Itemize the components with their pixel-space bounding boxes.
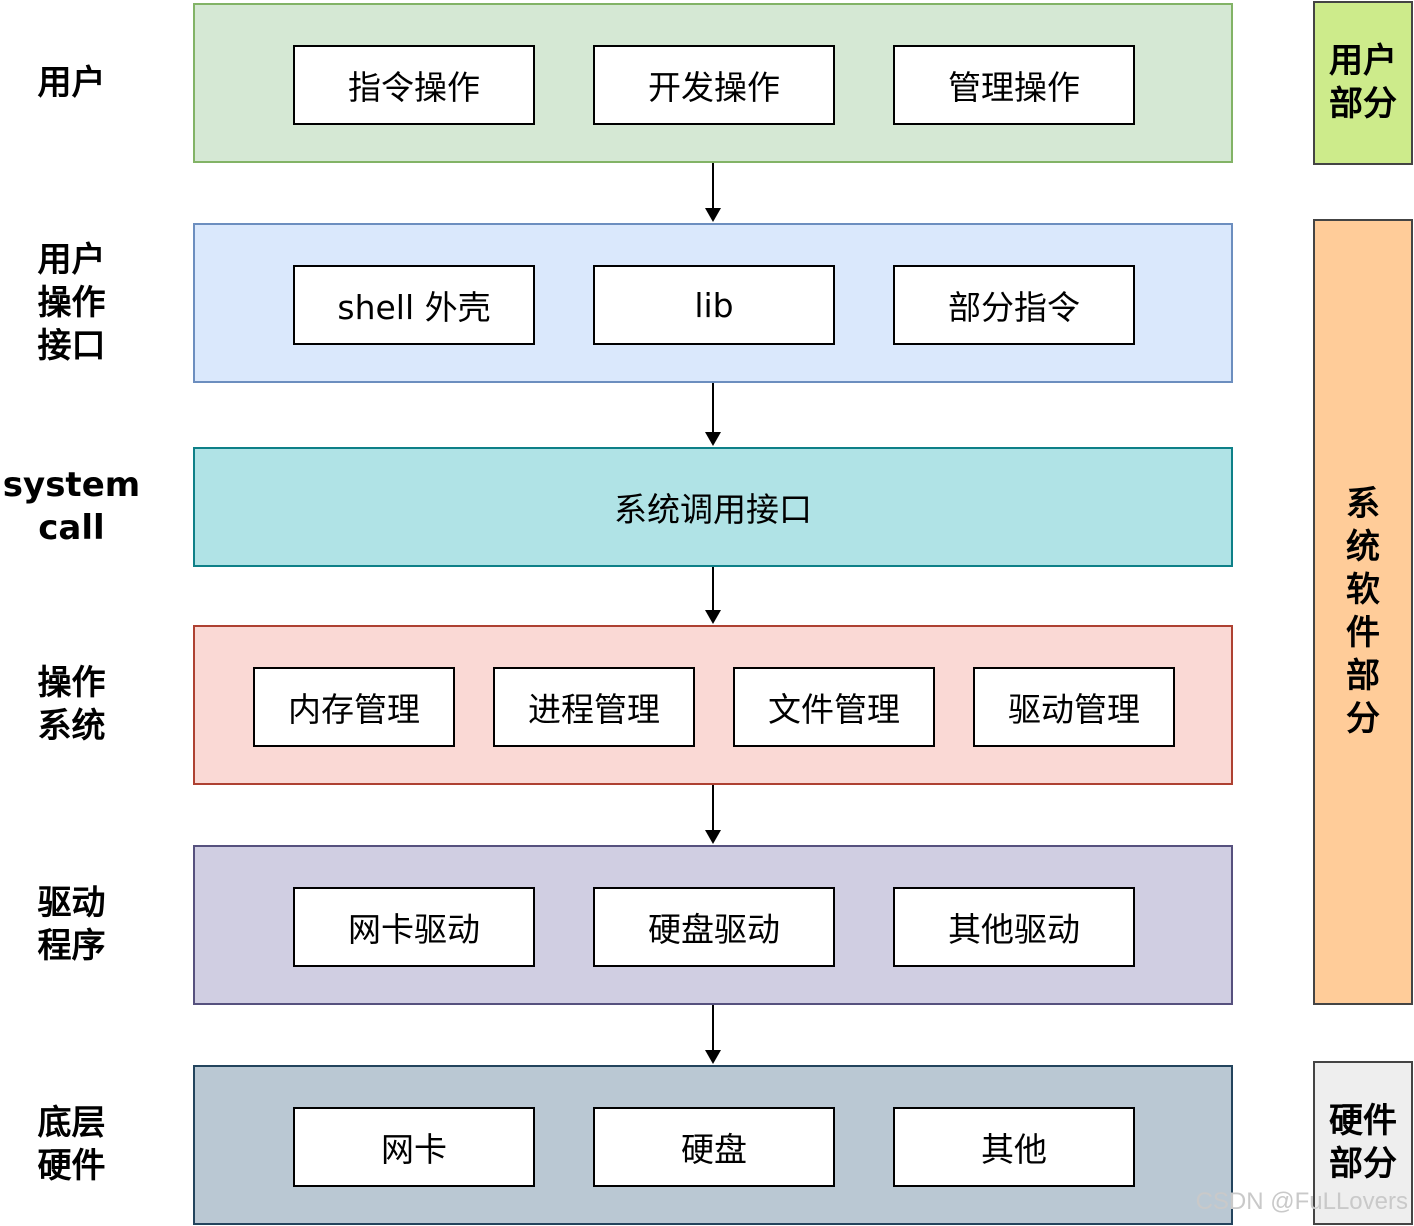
box-disk-driver: 硬盘驱动 — [593, 887, 835, 967]
layer-drivers: 网卡驱动 硬盘驱动 其他驱动 — [193, 845, 1233, 1005]
box-file-mgmt: 文件管理 — [733, 667, 935, 747]
box-process-mgmt: 进程管理 — [493, 667, 695, 747]
layer-operating-system: 内存管理 进程管理 文件管理 驱动管理 — [193, 625, 1233, 785]
label-operating-system: 操作 系统 — [37, 663, 106, 746]
label-system-call: system call — [2, 465, 141, 548]
box-driver-mgmt: 驱动管理 — [973, 667, 1175, 747]
layer-hardware: 网卡 硬盘 其他 — [193, 1065, 1233, 1225]
layer-system-call: 系统调用接口 — [193, 447, 1233, 567]
label-user-interface: 用户 操作 接口 — [37, 239, 106, 366]
arrow-os-to-drivers — [705, 785, 721, 844]
bracket-user-part: 用户 部分 — [1313, 1, 1413, 165]
box-shell: shell 外壳 — [293, 265, 535, 345]
box-command-ops: 指令操作 — [293, 45, 535, 125]
bracket-hardware-part: 硬件 部分 — [1313, 1061, 1413, 1225]
system-call-interface-text: 系统调用接口 — [614, 490, 812, 529]
box-other-driver: 其他驱动 — [893, 887, 1135, 967]
arrow-user-to-interface — [705, 163, 721, 222]
box-admin-ops: 管理操作 — [893, 45, 1135, 125]
arrow-interface-to-syscall — [705, 383, 721, 446]
box-disk: 硬盘 — [593, 1107, 835, 1187]
box-nic: 网卡 — [293, 1107, 535, 1187]
box-other: 其他 — [893, 1107, 1135, 1187]
box-nic-driver: 网卡驱动 — [293, 887, 535, 967]
box-partial-commands: 部分指令 — [893, 265, 1135, 345]
arrow-syscall-to-os — [705, 567, 721, 624]
box-dev-ops: 开发操作 — [593, 45, 835, 125]
label-hardware: 底层 硬件 — [37, 1103, 106, 1186]
layer-user-interface: shell 外壳 lib 部分指令 — [193, 223, 1233, 383]
label-drivers: 驱动 程序 — [37, 883, 106, 966]
bracket-system-software-text: 系统软件部分 — [1346, 484, 1380, 739]
label-user: 用户 — [37, 62, 106, 103]
box-lib: lib — [593, 265, 835, 345]
box-memory-mgmt: 内存管理 — [253, 667, 455, 747]
bracket-system-software-part: 系统软件部分 — [1313, 219, 1413, 1005]
arrow-drivers-to-hardware — [705, 1005, 721, 1064]
watermark: CSDN @FuLLovers — [1195, 1188, 1408, 1215]
layer-user: 指令操作 开发操作 管理操作 — [193, 3, 1233, 163]
